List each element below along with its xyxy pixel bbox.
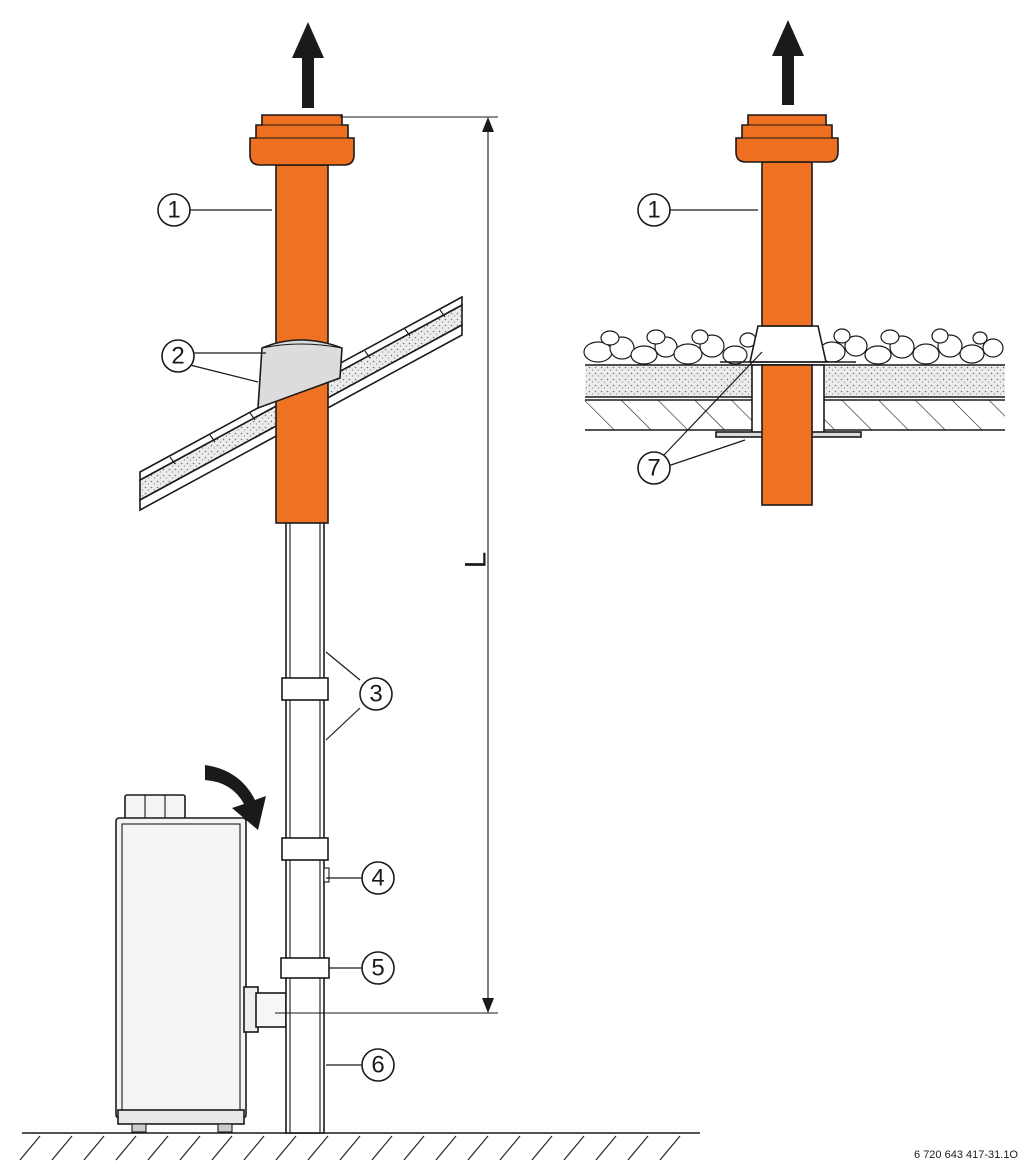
callout-6: 6	[326, 1048, 395, 1082]
callout-1-right-label: 1	[647, 197, 660, 224]
curved-arrow-icon	[205, 765, 266, 830]
flow-up-arrow-icon	[292, 22, 324, 108]
callout-3: 3	[325, 651, 393, 741]
callout-2: 2	[161, 339, 266, 383]
reference-number: 6 720 643 417-31.1O	[914, 1149, 1018, 1161]
callout-5: 5	[329, 951, 395, 985]
roof-terminal-right	[735, 114, 839, 506]
gravel-layer	[583, 328, 1004, 365]
left-view: L 1 2 3 4 5	[19, 22, 700, 1161]
flue-pipe-lower	[280, 519, 330, 1134]
callout-1-right: 1	[637, 193, 758, 227]
dimension-label: L	[460, 552, 493, 569]
boiler	[115, 794, 287, 1133]
right-view: 1 7	[583, 20, 1005, 506]
dimension-line: L	[275, 116, 498, 1014]
callout-7-label: 7	[647, 455, 660, 482]
flat-roof	[583, 328, 1005, 431]
callout-1-left: 1	[157, 193, 272, 227]
callout-2-label: 2	[171, 343, 184, 370]
callout-1-left-label: 1	[167, 197, 180, 224]
roof-flashing	[257, 339, 343, 410]
floor	[19, 1132, 700, 1161]
callout-7: 7	[637, 351, 763, 485]
callout-4-label: 4	[371, 865, 384, 892]
callout-5-label: 5	[371, 955, 384, 982]
callout-4: 4	[326, 861, 395, 895]
flow-up-arrow-icon	[772, 20, 804, 105]
callout-6-label: 6	[371, 1052, 384, 1079]
callout-3-label: 3	[369, 681, 382, 708]
roof-terminal-left	[249, 114, 355, 524]
